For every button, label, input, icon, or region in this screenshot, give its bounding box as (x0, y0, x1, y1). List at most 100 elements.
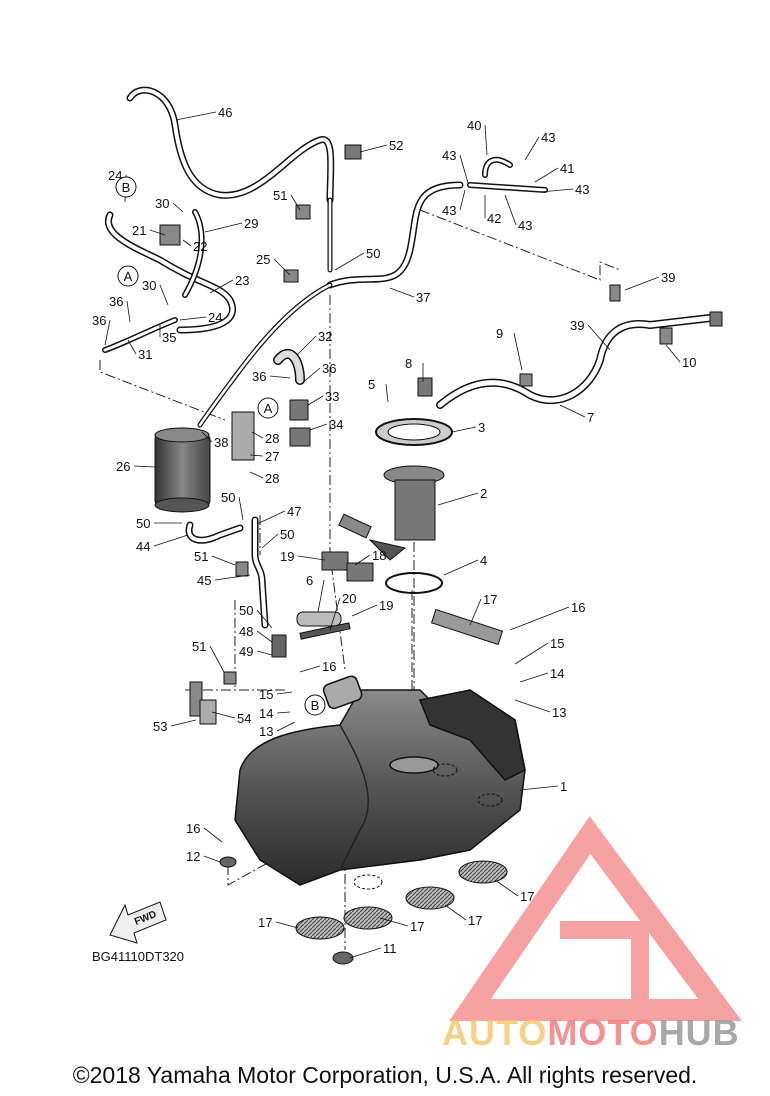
callout-number: 27 (265, 449, 279, 464)
callout-number: 39 (661, 270, 675, 285)
callout-leader (201, 431, 213, 443)
callout-number: 6 (306, 573, 313, 588)
callout-leader (159, 284, 169, 306)
callout-number: 25 (256, 252, 270, 267)
callout-number: 32 (318, 329, 332, 344)
callout-leader (276, 691, 293, 695)
callout-number: 36 (92, 313, 106, 328)
callout-leader (437, 492, 479, 506)
fwd-arrow: FWD (109, 901, 167, 944)
callout-leader (276, 721, 296, 732)
watermark-text: AUTOMOTOHUB (442, 1012, 740, 1053)
callout-leader (203, 855, 221, 863)
ref-circle (115, 176, 137, 198)
callout-leader (127, 339, 137, 355)
ref-letter: B (122, 180, 131, 195)
callout-leader (534, 167, 559, 183)
ref-letter: A (264, 401, 273, 416)
callout-leader (238, 496, 244, 521)
callout-number: 16 (186, 821, 200, 836)
callout-number: 43 (442, 203, 456, 218)
callout-number: 50 (280, 527, 294, 542)
callout-leader (209, 645, 225, 673)
callout-number: 19 (280, 549, 294, 564)
callout-leader (249, 454, 264, 457)
callout-number: 34 (329, 417, 343, 432)
callout-leader (256, 609, 273, 629)
watermark-moto: MOTO (547, 1012, 658, 1053)
callout-leader (351, 604, 378, 617)
copyright-notice: ©2018 Yamaha Motor Corporation, U.S.A. A… (72, 1062, 698, 1088)
callout-number: 43 (518, 218, 532, 233)
callout-number: 17 (468, 913, 482, 928)
callout-number: 36 (109, 294, 123, 309)
callout-number: 50 (239, 603, 253, 618)
callout-number: 9 (496, 326, 503, 341)
callout-leader (211, 555, 236, 566)
callout-leader (149, 229, 166, 236)
callout-leader (249, 471, 264, 479)
callout-leader (587, 324, 611, 351)
callout-leader (451, 426, 477, 433)
callout-leader (524, 136, 540, 161)
callout-leader (317, 579, 325, 613)
callout-number: 11 (383, 941, 397, 956)
callout-number: 23 (235, 273, 249, 288)
callout-leader (519, 672, 549, 683)
callout-number: 16 (322, 659, 336, 674)
callout-leader (211, 711, 236, 719)
callout-leader (307, 395, 324, 406)
callout-number: 49 (239, 644, 253, 659)
callout-number: 33 (325, 389, 339, 404)
callout-leader (519, 785, 559, 791)
callout-number: 1 (560, 779, 567, 794)
callout-leader (514, 642, 549, 665)
callout-number: 5 (368, 377, 375, 392)
callout-leader (256, 650, 273, 656)
callout-number: 41 (560, 161, 574, 176)
callout-number: 54 (237, 711, 251, 726)
callout-leader (296, 335, 317, 356)
callout-number: 37 (416, 290, 430, 305)
callout-leader (459, 189, 466, 211)
callout-number: 18 (372, 548, 386, 563)
callout-number: 17 (483, 592, 497, 607)
callout-leader (126, 300, 131, 323)
callout-number: 14 (550, 666, 564, 681)
callout-leader (182, 239, 192, 247)
callout-number: 17 (258, 915, 272, 930)
callout-number: 28 (265, 471, 279, 486)
callout-leader (153, 534, 189, 547)
callout-number: 36 (322, 361, 336, 376)
watermark-hub: HUB (659, 1012, 740, 1053)
callout-leader (443, 559, 479, 576)
callout-number: 13 (259, 724, 273, 739)
callout-leader (459, 154, 469, 184)
callout-number: 8 (405, 356, 412, 371)
callout-number: 35 (162, 330, 176, 345)
callout-number: 26 (116, 459, 130, 474)
callout-number: 45 (197, 573, 211, 588)
callout-leader (484, 124, 488, 156)
callout-leader (251, 431, 264, 439)
callout-number: 51 (192, 639, 206, 654)
callout-number: 52 (389, 138, 403, 153)
callout-number: 24 (108, 168, 122, 183)
callout-leader (256, 510, 286, 525)
callout-number: 42 (487, 211, 501, 226)
callout-number: 47 (287, 504, 301, 519)
ref-letter: B (311, 698, 320, 713)
callout-number: 24 (208, 310, 222, 325)
ref-circle (304, 694, 326, 716)
callout-leader (179, 316, 207, 321)
callout-leader (354, 554, 371, 566)
callout-leader (309, 423, 328, 431)
callout-number: 39 (570, 318, 584, 333)
callout-leader (509, 606, 570, 631)
canister (154, 427, 211, 513)
ref-circle (257, 397, 279, 419)
callout-leader (275, 921, 299, 929)
callout-number: 28 (265, 431, 279, 446)
callout-number: 48 (239, 624, 253, 639)
